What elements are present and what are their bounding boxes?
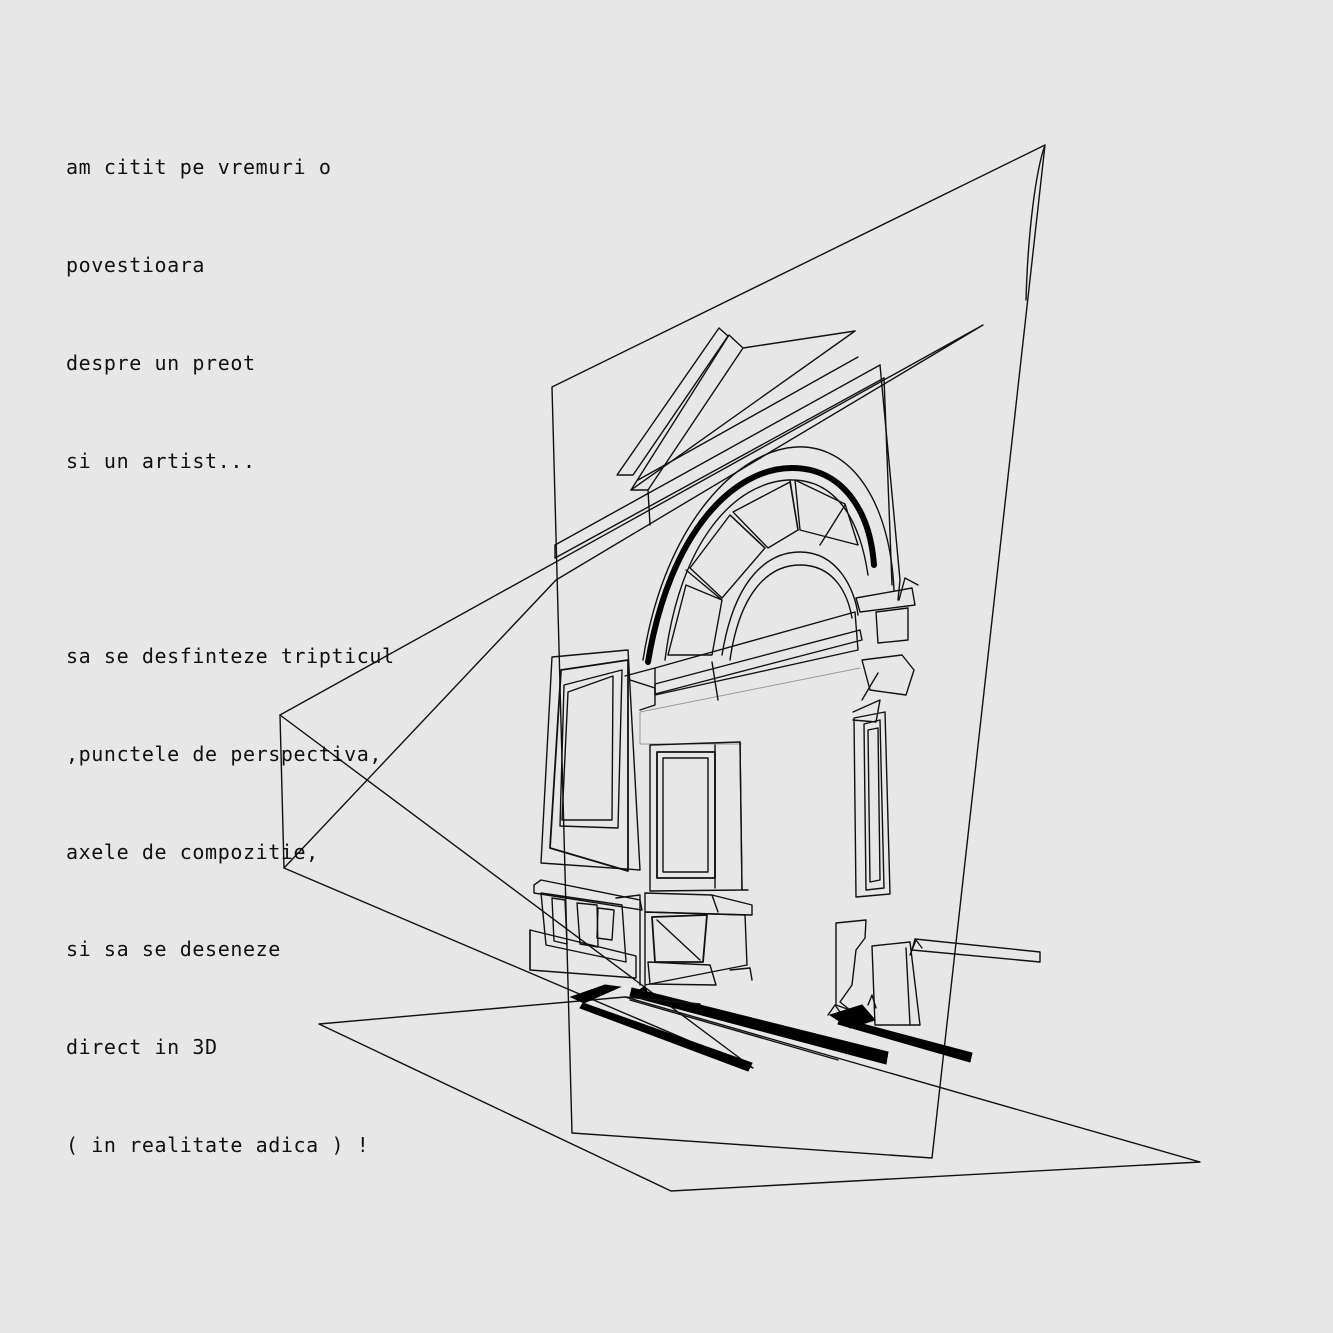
- poem-line: si sa se deseneze: [66, 937, 281, 962]
- poem-line: axele de compozitie,: [66, 839, 319, 864]
- projection-line: [279, 714, 285, 869]
- pediment: [554, 327, 885, 559]
- poem-line: si un artist...: [66, 448, 256, 473]
- poem-text-block: am citit pe vremuri o povestioara despre…: [66, 86, 486, 1227]
- poem-line: povestioara: [66, 252, 206, 277]
- right-capital: [852, 577, 919, 723]
- poem-line: direct in 3D: [66, 1035, 218, 1060]
- picture-plane-edge: [1025, 144, 1046, 301]
- ground-plane: [318, 996, 1201, 1192]
- left-plinth: [529, 879, 643, 979]
- arch-inner: [664, 479, 869, 661]
- left-wall-panel: [540, 649, 641, 872]
- poem-line: am citit pe vremuri o: [66, 155, 332, 180]
- center-plinth: [615, 892, 753, 986]
- door-panel: [649, 741, 749, 892]
- arch-outer: [642, 446, 895, 661]
- right-pilaster-edge: [883, 377, 893, 586]
- left-projection-plane: [279, 324, 984, 1069]
- right-base: [827, 919, 1041, 1026]
- poem-line: despre un preot: [66, 350, 256, 375]
- fanlight: [667, 479, 859, 661]
- arch-bold-curve: [645, 464, 877, 665]
- impost-cornice: [624, 611, 863, 745]
- poem-line: sa se desfinteze tripticul: [66, 644, 395, 669]
- picture-plane: [551, 144, 1046, 1159]
- right-pilaster-edge: [879, 364, 901, 601]
- poem-line: ( in realitate adica ) !: [66, 1133, 370, 1157]
- floor-shadow-strokes: [569, 984, 973, 1072]
- poem-line: ,punctele de perspectiva,: [66, 741, 383, 766]
- right-pilaster: [853, 711, 891, 898]
